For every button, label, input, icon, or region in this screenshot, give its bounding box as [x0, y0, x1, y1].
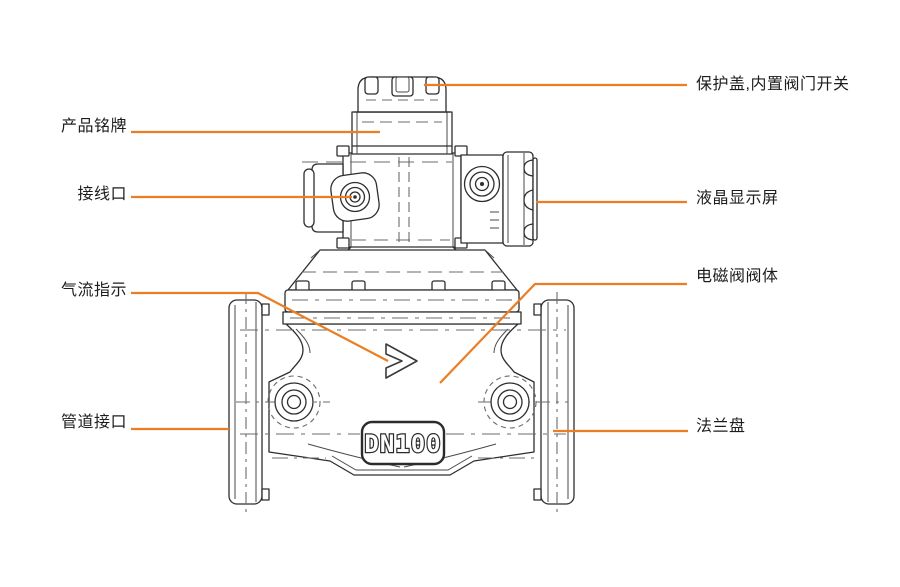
- label-protective-cover: 保护盖,内置阀门开关: [696, 76, 850, 93]
- right-pipe-step: [533, 303, 542, 316]
- end-cap-notch: [523, 189, 534, 211]
- flow-direction-chevron-right-icon: [385, 343, 418, 379]
- wiring-port-box: [303, 163, 380, 233]
- leader-line-airflow: [131, 291, 389, 362]
- boss-bolt-circle: [502, 394, 518, 410]
- end-cap-notch: [523, 223, 534, 241]
- bonnet-corner: [484, 249, 495, 259]
- boss-pitch-circle: [267, 375, 321, 429]
- bolt-head: [336, 145, 350, 157]
- label-wiring-port: 接线口: [77, 186, 127, 203]
- dn100-marking-plate: DN100: [360, 420, 446, 466]
- cap-notch-inner: [395, 76, 410, 93]
- end-cap-face: [532, 157, 538, 241]
- label-flange: 法兰盘: [696, 418, 746, 435]
- boss-pitch-circle: [483, 375, 537, 429]
- left-pipe-step: [261, 488, 270, 501]
- label-product-nameplate: 产品铭牌: [60, 118, 127, 135]
- display-boss-circle: [469, 171, 495, 197]
- end-cap-notch: [523, 159, 534, 177]
- label-airflow-indicator: 气流指示: [60, 282, 127, 299]
- boss-mid-circle: [497, 389, 523, 415]
- bonnet-rim: [284, 289, 520, 313]
- right-bolt-boss: [483, 375, 537, 429]
- cap-notch: [391, 76, 414, 97]
- solenoid-valve-body: DN100: [236, 323, 568, 476]
- label-lcd-display: 液晶显示屏: [696, 190, 779, 207]
- boss-mid-circle: [281, 389, 307, 415]
- leader-lines: [131, 83, 688, 433]
- leader-line-valve-body: [439, 282, 687, 384]
- cap-notch: [364, 76, 379, 95]
- label-pipe-connection: 管道接口: [60, 414, 127, 431]
- body-shoulder-line: [295, 328, 311, 354]
- bolt-head: [336, 237, 350, 249]
- left-bolt-boss: [267, 375, 321, 429]
- valve-body-silhouette: [268, 323, 535, 476]
- label-solenoid-valve-body: 电磁阀阀体: [696, 268, 779, 285]
- bonnet-bell: [282, 245, 522, 325]
- display-boss-circle: [474, 176, 490, 192]
- dn100-marking: DN100: [364, 430, 441, 458]
- left-pipe-step: [261, 303, 270, 316]
- protective-cover: [353, 76, 451, 113]
- wiring-port-center: [353, 195, 357, 199]
- boss-outer-circle: [490, 382, 530, 422]
- marking-plate-border: [360, 420, 446, 466]
- body-bottom-contour: [331, 455, 473, 471]
- bonnet-flare: [287, 249, 518, 291]
- body-shoulder-line: [493, 328, 509, 354]
- lcd-display-housing: [460, 151, 538, 247]
- boss-bolt-circle: [286, 394, 302, 410]
- right-pipe-step: [533, 488, 542, 501]
- display-boss-center: [480, 182, 484, 186]
- bonnet-rim-bolts: [295, 280, 506, 292]
- bonnet-corner: [310, 249, 321, 259]
- boss-outer-circle: [274, 382, 314, 422]
